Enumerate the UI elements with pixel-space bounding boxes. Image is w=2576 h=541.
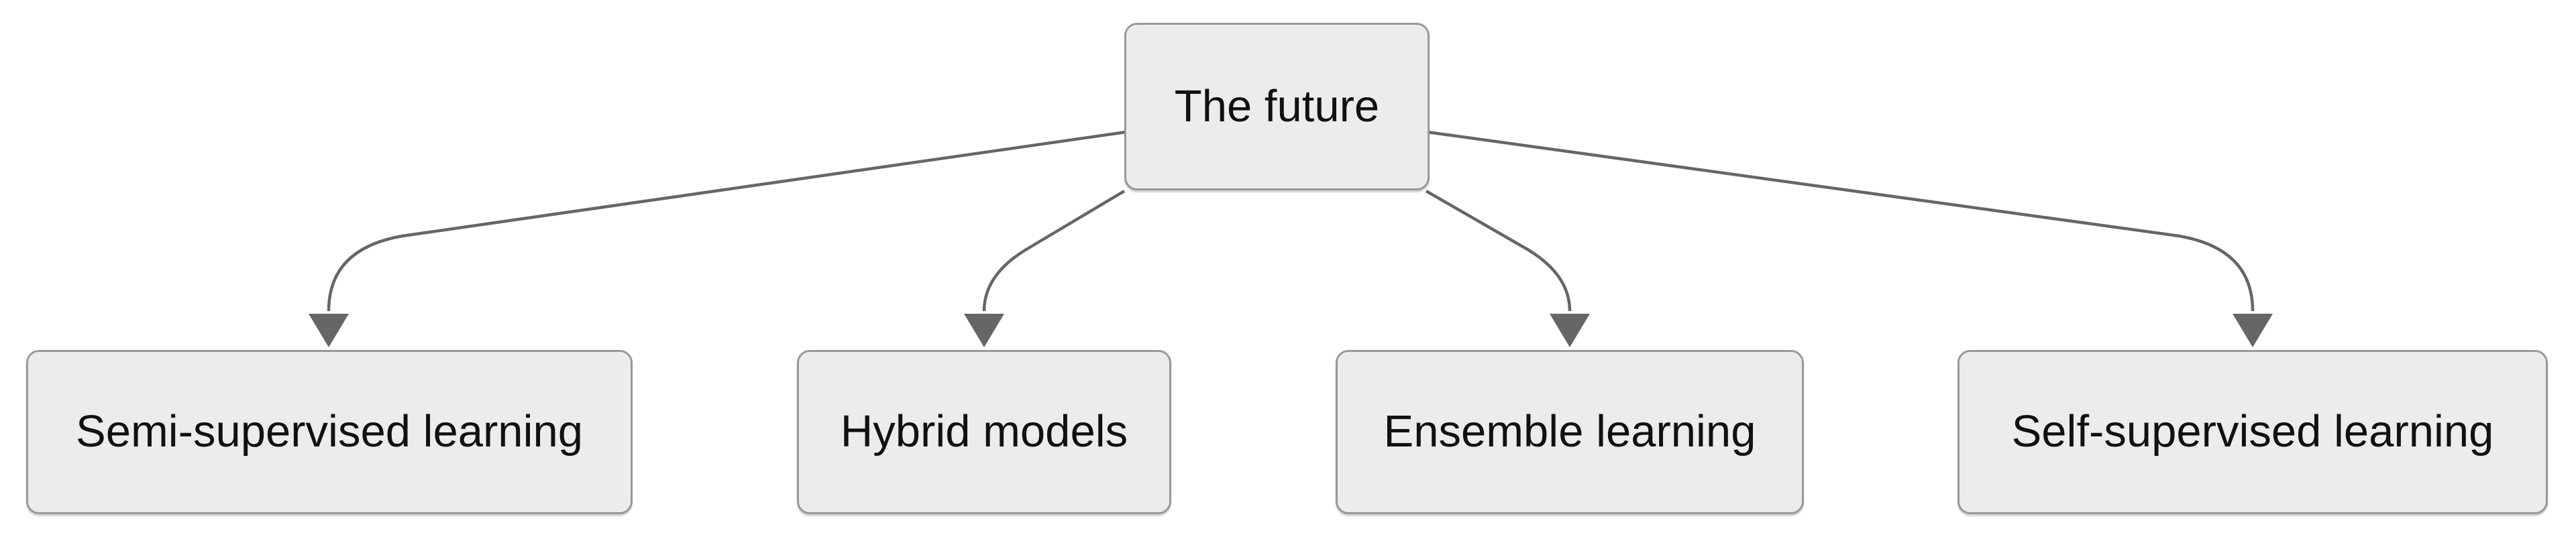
- node-the-future: The future: [1124, 23, 1430, 190]
- node-self-supervised-learning: Self-supervised learning: [1957, 350, 2548, 514]
- node-semi-supervised-learning: Semi-supervised learning: [26, 350, 633, 514]
- edge-root-to-ensemble: [1425, 190, 1572, 312]
- edge-root-to-semi-supervised: [327, 130, 1126, 312]
- arrowhead-ensemble: [1550, 314, 1590, 347]
- node-the-future-label: The future: [1174, 80, 1380, 131]
- node-semi-supervised-learning-label: Semi-supervised learning: [76, 406, 583, 457]
- arrowhead-semi-supervised: [309, 314, 349, 347]
- node-ensemble-learning: Ensemble learning: [1336, 350, 1804, 514]
- node-self-supervised-learning-label: Self-supervised learning: [2011, 406, 2494, 457]
- edge-root-to-hybrid-models: [982, 190, 1126, 312]
- node-ensemble-learning-label: Ensemble learning: [1383, 406, 1756, 457]
- arrowhead-self-supervised: [2233, 314, 2273, 347]
- node-hybrid-models: Hybrid models: [797, 350, 1171, 514]
- arrowhead-hybrid-models: [964, 314, 1004, 347]
- edge-root-to-self-supervised: [1427, 130, 2255, 312]
- node-hybrid-models-label: Hybrid models: [840, 406, 1128, 457]
